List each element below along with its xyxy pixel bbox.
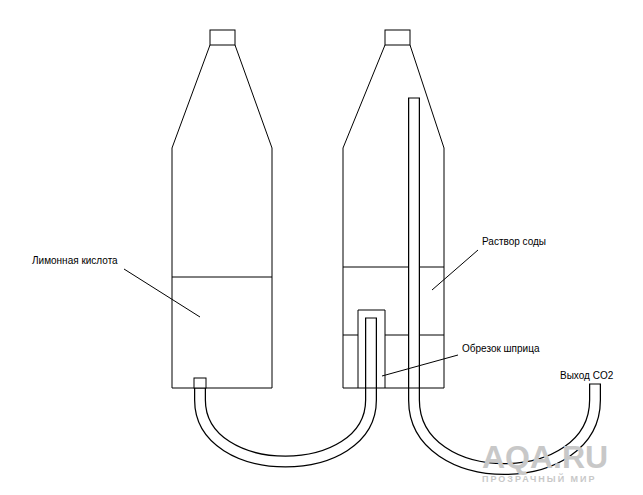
syringe-line xyxy=(420,335,444,336)
leader-line xyxy=(124,269,200,317)
bottle-right xyxy=(343,45,444,388)
part-label: Выход CO2 xyxy=(560,370,613,382)
bottle-left xyxy=(172,45,272,388)
syringe-line xyxy=(343,335,358,336)
leader-line xyxy=(432,250,478,290)
liquid-level xyxy=(343,267,408,268)
syringe-line xyxy=(385,335,408,336)
tube-end xyxy=(365,318,377,319)
watermark: ПРОЗРАЧНЫЙ МИР xyxy=(482,474,597,485)
watermark: AQA.RU xyxy=(482,438,608,476)
bottle-cap xyxy=(210,30,235,45)
part-label: Обрезок шприца xyxy=(462,343,539,355)
tube-end xyxy=(408,98,420,99)
bottle-cap xyxy=(385,30,410,45)
connecting-tube xyxy=(200,318,371,462)
liquid-level xyxy=(172,277,272,278)
part-label: Раствор соды xyxy=(482,236,546,248)
outlet-tube xyxy=(414,98,595,469)
part-label: Лимонная кислота xyxy=(32,255,118,267)
syringe-piece xyxy=(358,310,385,388)
connecting-tube-inner xyxy=(200,318,371,462)
leader-line xyxy=(382,355,458,376)
liquid-level xyxy=(420,267,444,268)
tube-stub xyxy=(194,378,206,388)
outlet-tube-inner xyxy=(414,98,595,469)
tube-end xyxy=(589,384,601,385)
